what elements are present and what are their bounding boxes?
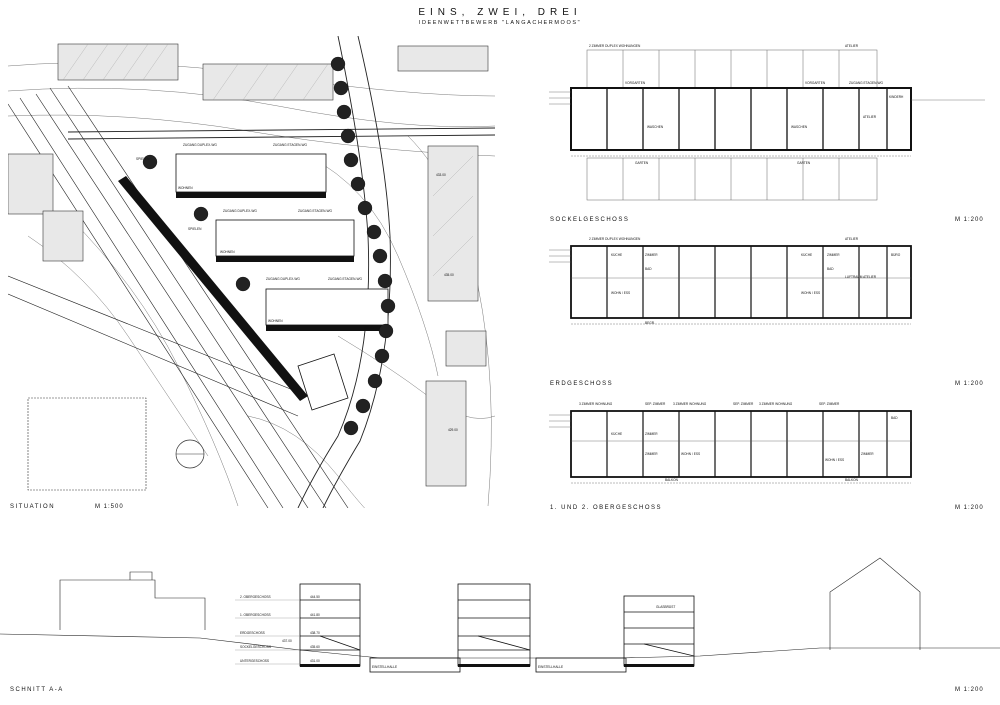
- plan-room-label: BÜRO: [891, 253, 901, 257]
- plan-room-label: LUFTRAUM ATELIER: [845, 275, 877, 279]
- plan-room-label: ZIMMER: [645, 253, 658, 257]
- section-level: SOCKELGESCHOSS: [240, 645, 271, 649]
- plan-room-label: WOHN / ESS: [611, 291, 630, 295]
- site-tag: WOHNEN: [268, 319, 283, 323]
- plan-room-label: SEP. ZIMMER: [645, 402, 666, 406]
- plan-room-label: BAD: [645, 267, 652, 271]
- site-elevation: 430.00: [300, 193, 310, 197]
- plan-room-label: VORGARTEN: [805, 81, 826, 85]
- floor-plan-obergeschoss: 3 ZIMMER WOHNUNG SEP. ZIMMER 3 ZIMMER WO…: [549, 402, 912, 484]
- plan-room-label: BALKON: [845, 478, 859, 482]
- plan-room-label: KINDERH: [889, 95, 904, 99]
- site-plan-label: SITUATION: [10, 504, 56, 510]
- plan-room-label: BAD: [891, 416, 898, 420]
- section-label: SCHNITT A-A: [10, 687, 64, 693]
- site-tag: WOHNEN: [178, 186, 193, 190]
- plan-room-label: ATELIER: [863, 115, 877, 119]
- plan-room-label: WOHN / ESS: [825, 458, 844, 462]
- plan-room-label: GARTEN: [635, 161, 649, 165]
- plan-room-label: ATELIER: [845, 44, 859, 48]
- plan-room-label: 3 ZIMMER WOHNUNG: [759, 402, 793, 406]
- section-height: 435.60: [310, 645, 320, 649]
- section-level: 1. OBERGESCHOSS: [240, 613, 271, 617]
- site-tag: ZUGANG ETAGEN-WG: [298, 209, 332, 213]
- plan-room-label: BAD: [827, 267, 834, 271]
- section-height: 444.50: [310, 595, 320, 599]
- plan-erdgeschoss-scale: M 1:200: [955, 381, 984, 387]
- plan-room-label: ZIMMER: [645, 432, 658, 436]
- plan-room-label: WASCHEN: [791, 125, 808, 129]
- plan-room-label: WOHN / ESS: [681, 452, 700, 456]
- section-tag: EINSTELLHALLE: [538, 665, 563, 669]
- plan-room-label: WASCHEN: [647, 125, 664, 129]
- plan-room-label: ZIMMER: [861, 452, 874, 456]
- site-elevation: 433.00: [436, 173, 446, 177]
- plan-room-label: KÜCHE: [611, 432, 622, 436]
- floor-plan-erdgeschoss: 2 ZIMMER DUPLEX WOHNUNGEN KÜCHE ZIMMER B…: [549, 237, 912, 325]
- section-height: 437.00: [282, 639, 292, 643]
- project-title: EINS, ZWEI, DREI: [418, 7, 582, 18]
- plan-room-label: SEP. ZIMMER: [733, 402, 754, 406]
- section-scale: M 1:200: [955, 687, 984, 693]
- site-tag: ZUGANG ETAGEN-WG: [328, 277, 362, 281]
- section-level: UNTERGESCHOSS: [240, 659, 269, 663]
- plan-room-label: ZUGANG ETAGEN-WG: [849, 81, 883, 85]
- site-elevation: 429.00: [448, 428, 458, 432]
- plan-room-label: ATELIER: [845, 237, 859, 241]
- site-plan-scale: M 1:500: [95, 504, 124, 510]
- plan-room-label: BALKON: [665, 478, 679, 482]
- plan-room-label: ZIMMER: [645, 452, 658, 456]
- section-level: ERDGESCHOSS: [240, 631, 265, 635]
- section-tag: EINSTELLHALLE: [372, 665, 397, 669]
- plan-room-label: ZIMMER: [827, 253, 840, 257]
- plan-sockelgeschoss-scale: M 1:200: [955, 217, 984, 223]
- plan-room-label: KÜCHE: [801, 253, 812, 257]
- plan-room-label: KÜCHE: [611, 253, 622, 257]
- plan-room-label: VORGARTEN: [625, 81, 646, 85]
- plan-erdgeschoss-label: ERDGESCHOSS: [550, 381, 614, 387]
- project-subtitle: IDEENWETTBEWERB "LANGACHERMOOS": [418, 20, 582, 26]
- section-a-a: 2. OBERGESCHOSS 1. OBERGESCHOSS ERDGESCH…: [0, 557, 1000, 673]
- site-tag: SPIELEN: [136, 157, 150, 161]
- section-height: 431.00: [310, 659, 320, 663]
- section-height: 438.70: [310, 631, 320, 635]
- site-tag: SPIELEN: [188, 227, 202, 231]
- plan-room-label: WOHN / ESS: [801, 291, 820, 295]
- site-tag: ZUGANG DUPLEX-WG: [266, 277, 300, 281]
- site-tag: ZUGANG DUPLEX-WG: [223, 209, 257, 213]
- plan-room-label: BEGR.: [645, 321, 655, 325]
- plan-room-label: 3 ZIMMER WOHNUNG: [579, 402, 613, 406]
- plan-room-label: 3 ZIMMER WOHNUNG: [673, 402, 707, 406]
- plan-room-label: SEP. ZIMMER: [819, 402, 840, 406]
- site-tag: WOHNEN: [220, 250, 235, 254]
- site-elevation: 430.00: [336, 258, 346, 262]
- floor-plan-sockelgeschoss: 2 ZIMMER DUPLEX WOHNUNGEN VORGARTEN VORG…: [549, 44, 985, 201]
- site-elevation: 435.00: [444, 273, 454, 277]
- site-tag: ZUGANG ETAGEN-WG: [273, 143, 307, 147]
- plan-room-label: GARTEN: [797, 161, 811, 165]
- section-level: 2. OBERGESCHOSS: [240, 595, 271, 599]
- plan-room-label: 2 ZIMMER DUPLEX WOHNUNGEN: [589, 237, 641, 241]
- plan-sockelgeschoss-label: SOCKELGESCHOSS: [550, 217, 630, 223]
- section-tag: GLASBRÜST: [656, 605, 675, 609]
- plan-obergeschoss-scale: M 1:200: [955, 505, 984, 511]
- site-elevation: 430.00: [364, 326, 374, 330]
- plan-obergeschoss-label: 1. UND 2. OBERGESCHOSS: [550, 505, 663, 511]
- plan-room-label: 2 ZIMMER DUPLEX WOHNUNGEN: [589, 44, 641, 48]
- site-plan: ZUGANG DUPLEX-WG ZUGANG ETAGEN-WG ZUGANG…: [8, 36, 495, 508]
- section-height: 441.80: [310, 613, 320, 617]
- site-tag: ZUGANG DUPLEX-WG: [183, 143, 217, 147]
